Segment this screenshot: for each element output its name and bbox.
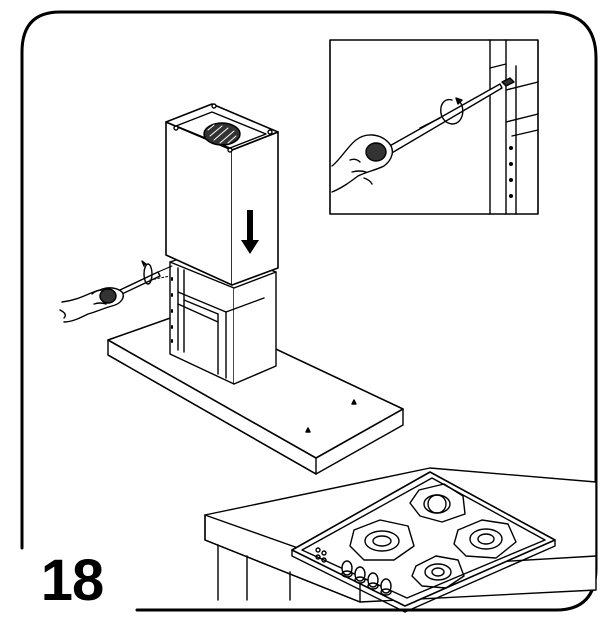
upper-chimney	[165, 103, 279, 286]
exhaust-opening	[203, 122, 241, 146]
knob-icon	[354, 566, 366, 584]
step-number: 18	[40, 548, 105, 613]
burner-icon	[349, 519, 415, 561]
step-frame-left	[20, 10, 62, 550]
step-frame	[58, 10, 598, 612]
rotation-arrow-icon	[440, 99, 464, 125]
arrow-down-icon	[241, 210, 259, 254]
cooktop	[291, 471, 556, 613]
burner-icon	[453, 519, 517, 559]
screwdriver-icon	[119, 271, 161, 295]
knob-icon	[367, 572, 379, 590]
knob-icon	[380, 578, 392, 596]
burner-icon	[411, 555, 465, 589]
burner-icon	[409, 483, 466, 523]
lower-chimney	[169, 247, 277, 385]
step-number-badge: 18	[12, 548, 132, 614]
detail-inset	[329, 39, 539, 215]
rotation-arrow-icon	[143, 263, 153, 285]
knob-icon	[341, 560, 353, 578]
hand-screwdriver-left	[59, 260, 173, 323]
